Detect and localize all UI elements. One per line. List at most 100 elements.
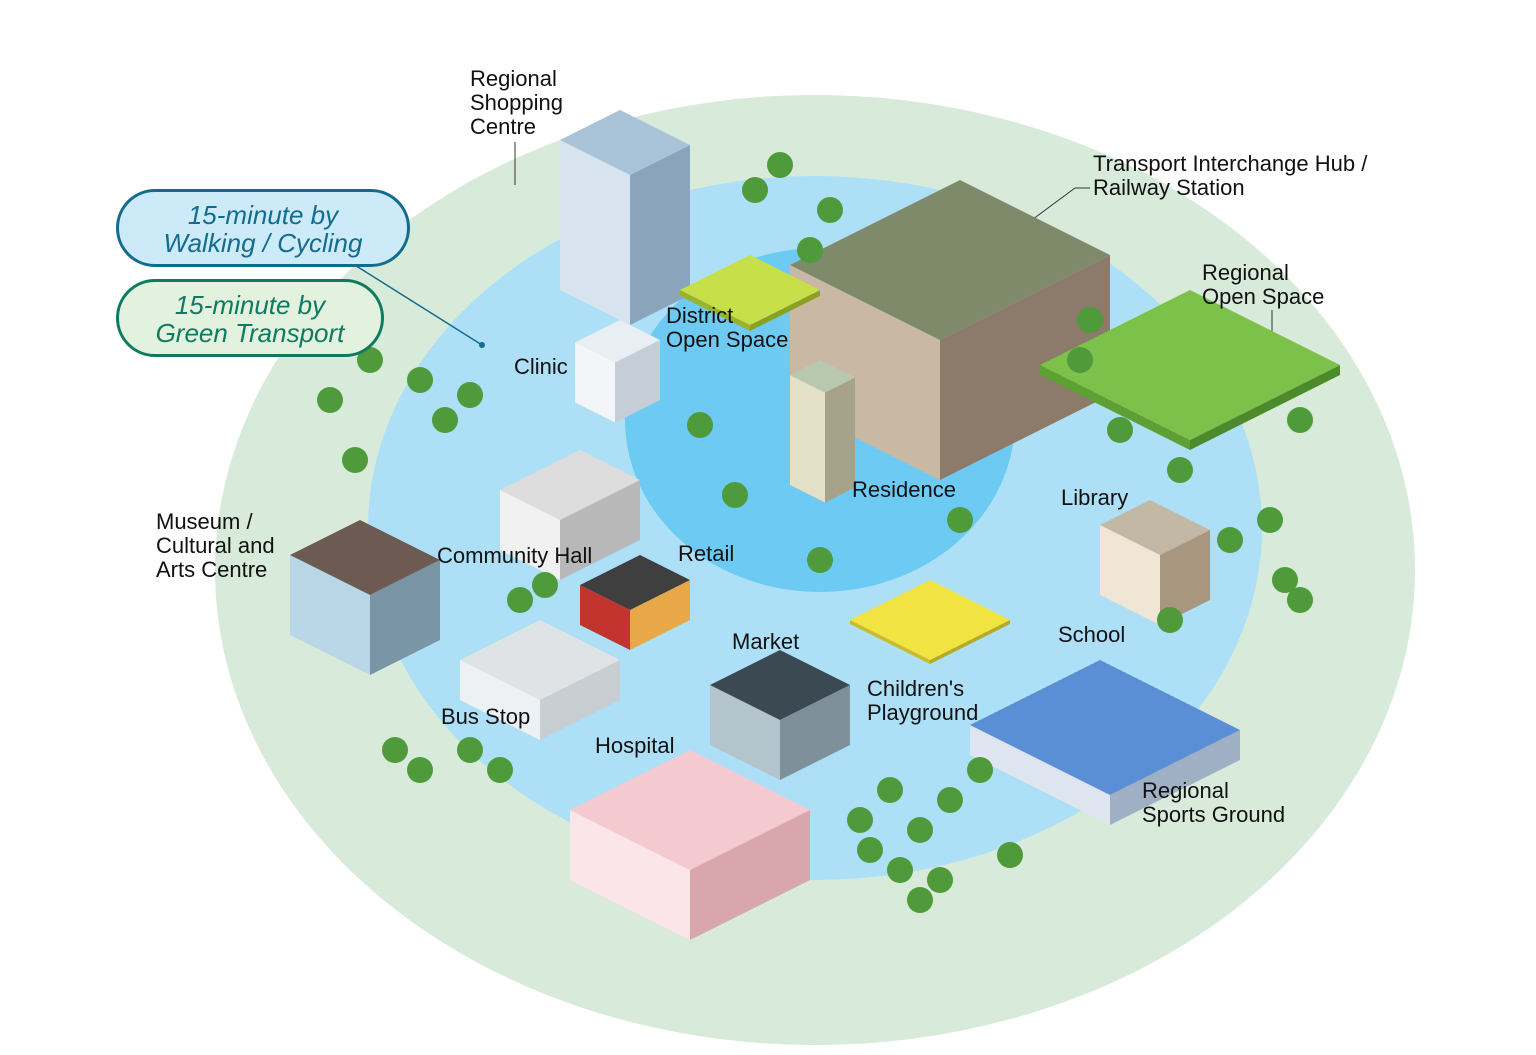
tree-icon: [947, 507, 973, 533]
market-building: [710, 650, 850, 780]
playground-area-right: [930, 620, 1010, 664]
legend-walking-line1: 15-minute by: [187, 200, 339, 230]
tree-icon: [1217, 527, 1243, 553]
tree-icon: [407, 757, 433, 783]
district-open-space-park-top: [680, 255, 820, 325]
tree-icon: [432, 407, 458, 433]
district-open-space-park-left: [680, 290, 750, 331]
tree-icon: [967, 757, 993, 783]
museum-building: [290, 520, 440, 675]
tree-icon: [1287, 407, 1313, 433]
tree-icon: [767, 152, 793, 178]
tree-icon: [907, 887, 933, 913]
label-district-open-space: District Open Space: [666, 303, 789, 352]
label-museum: Museum / Cultural and Arts Centre: [156, 509, 275, 582]
playground-area-left: [850, 620, 930, 664]
residence-building-left: [790, 375, 825, 503]
label-regional-sports-ground: Regional Sports Ground: [1142, 778, 1286, 827]
library-building-top: [1100, 500, 1210, 555]
label-transport-hub: Transport Interchange Hub / Railway Stat…: [1093, 151, 1368, 200]
museum-building-top: [290, 520, 440, 595]
hospital-building-left: [570, 810, 690, 940]
tree-icon: [342, 447, 368, 473]
residence-building-right: [825, 377, 855, 503]
tree-icon: [1257, 507, 1283, 533]
tree-icon: [1167, 457, 1193, 483]
district-open-space-park-right: [750, 290, 820, 331]
tree-icon: [1077, 307, 1103, 333]
tree-icon: [457, 382, 483, 408]
residence-building: [790, 360, 855, 503]
label-hospital: Hospital: [595, 733, 675, 758]
sports-ground-stadium-right: [1110, 730, 1240, 825]
tree-icon: [487, 757, 513, 783]
retail-building-left: [580, 585, 630, 650]
tree-icon: [722, 482, 748, 508]
bus-stop-shelter: [460, 620, 620, 740]
clinic-building-left: [575, 342, 615, 423]
label-regional-open-space: Regional Open Space: [1202, 260, 1325, 309]
transport-hub-building-top: [790, 180, 1110, 340]
library-building-left: [1100, 525, 1160, 625]
tree-icon: [797, 237, 823, 263]
label-clinic: Clinic: [514, 354, 568, 379]
market-building-right: [780, 685, 850, 780]
tree-icon: [382, 737, 408, 763]
tree-icon: [317, 387, 343, 413]
tree-icon: [742, 177, 768, 203]
tree-icon: [1157, 607, 1183, 633]
sports-ground-stadium-top: [970, 660, 1240, 795]
transport-hub-building: [790, 180, 1110, 480]
tree-icon: [507, 587, 533, 613]
clinic-building-top: [575, 320, 660, 363]
legend-walking-line2: Walking / Cycling: [163, 228, 363, 258]
bus-stop-shelter-left: [460, 660, 540, 740]
museum-building-right: [370, 560, 440, 675]
tree-icon: [937, 787, 963, 813]
tree-icon: [807, 547, 833, 573]
hospital-building: [570, 750, 810, 940]
district-open-space-park: [680, 255, 820, 331]
tree-icon: [877, 777, 903, 803]
label-shopping-centre: Regional Shopping Centre: [470, 66, 563, 139]
regional-open-space-park-right: [1190, 365, 1340, 450]
shopping-centre-building: [560, 110, 690, 325]
hospital-building-top: [570, 750, 810, 870]
tree-icon: [847, 807, 873, 833]
tree-icon: [817, 197, 843, 223]
legend-green-transport: 15-minute by Green Transport: [116, 279, 384, 357]
label-library: Library: [1061, 485, 1129, 510]
legend-green-line1: 15-minute by: [174, 290, 326, 320]
library-building: [1100, 500, 1210, 625]
playground-area: [850, 580, 1010, 664]
tree-icon: [907, 817, 933, 843]
sports-ground-stadium: [970, 660, 1240, 825]
retail-building-top: [580, 555, 690, 610]
label-school: School: [1058, 622, 1126, 647]
community-hall-building-right: [560, 480, 640, 580]
tree-icon: [927, 867, 953, 893]
library-building-right: [1160, 530, 1210, 625]
tree-icon: [857, 837, 883, 863]
market-building-left: [710, 685, 780, 780]
regional-open-space-park-top: [1040, 290, 1340, 440]
retail-building-right: [630, 580, 690, 650]
label-childrens-playground: Children's Playground: [867, 676, 979, 725]
community-hall-building-top: [500, 450, 640, 520]
tree-icon: [457, 737, 483, 763]
market-building-top: [710, 650, 850, 720]
tree-icon: [532, 572, 558, 598]
playground-area-top: [850, 580, 1010, 660]
legend-green-line2: Green Transport: [155, 318, 345, 348]
label-community-hall: Community Hall: [437, 543, 593, 568]
regional-open-space-park-left: [1040, 365, 1190, 450]
tree-icon: [357, 347, 383, 373]
tree-icon: [887, 857, 913, 883]
community-hall-building: [500, 450, 640, 580]
walking-leader-line: [349, 261, 483, 346]
tree-icon: [1107, 417, 1133, 443]
tree-icon: [997, 842, 1023, 868]
bus-stop-shelter-right: [540, 660, 620, 740]
retail-building: [580, 555, 690, 650]
